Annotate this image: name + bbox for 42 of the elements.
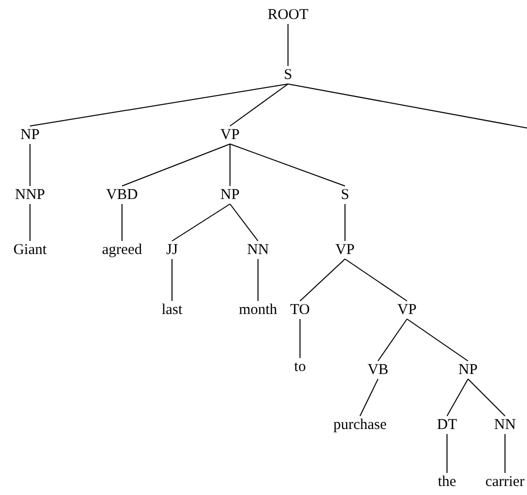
tree-branch: [406, 318, 468, 362]
tree-branch: [230, 204, 258, 242]
tree-label: ROOT: [268, 6, 308, 24]
tree-branch: [378, 318, 408, 362]
tree-branch: [230, 144, 346, 186]
tree-label: Giant: [13, 241, 47, 259]
tree-label: carrier: [485, 473, 525, 491]
tree-branch: [300, 258, 346, 302]
tree-label: NNP: [15, 186, 45, 204]
tree-branch: [30, 84, 288, 126]
tree-label: VBD: [106, 186, 138, 204]
tree-branch: [344, 258, 408, 302]
tree-label: NP: [20, 126, 40, 144]
tree-label: the: [438, 473, 456, 491]
tree-label: VP: [335, 241, 355, 259]
tree-label: TO: [290, 301, 310, 319]
tree-label: agreed: [102, 241, 142, 259]
tree-label: VB: [368, 361, 388, 379]
tree-label: month: [238, 301, 278, 319]
tree-branch: [122, 144, 230, 186]
tree-branch: [344, 204, 346, 242]
tree-label: NP: [458, 361, 478, 379]
tree-label: JJ: [166, 241, 178, 259]
tree-label: S: [340, 186, 350, 204]
tree-label: DT: [437, 416, 457, 434]
tree-label: NN: [247, 241, 269, 259]
tree-branch: [230, 84, 288, 126]
tree-branch: [360, 378, 378, 416]
tree-branch: [172, 204, 230, 242]
tree-label: NP: [220, 186, 240, 204]
tree-branch: [288, 84, 527, 128]
tree-branch: [446, 434, 448, 474]
tree-label: S: [284, 66, 292, 84]
tree-branch: [446, 378, 468, 416]
tree-branch: [504, 434, 506, 474]
tree-label: last: [162, 301, 182, 319]
tree-branch: [468, 378, 506, 416]
tree-label: to: [294, 358, 306, 376]
tree-label: VP: [220, 126, 240, 144]
tree-label: NN: [494, 416, 516, 434]
tree-label: VP: [397, 301, 417, 319]
tree-label: purchase: [333, 416, 387, 434]
